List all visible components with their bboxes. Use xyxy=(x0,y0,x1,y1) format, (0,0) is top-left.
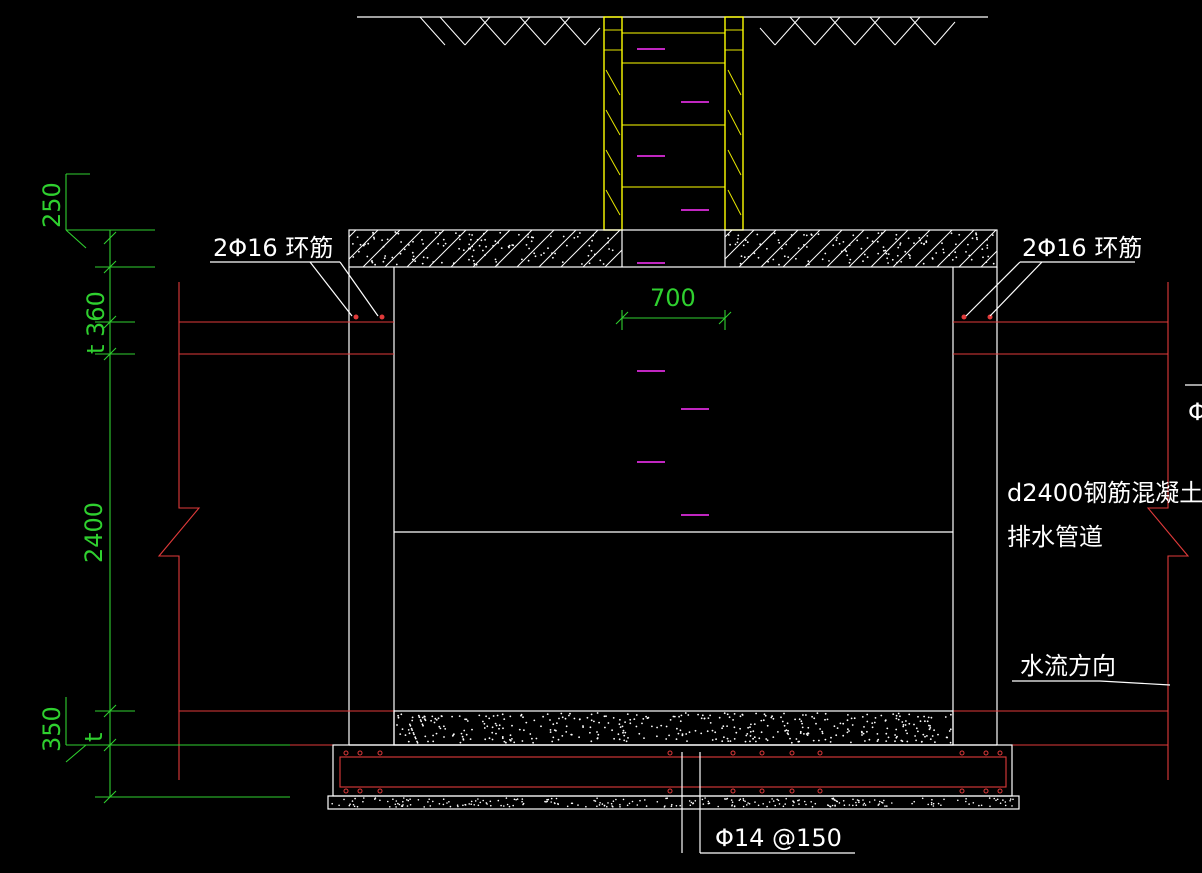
dim-cover-slab: 250 xyxy=(38,182,66,228)
pipe-spec-line1: d2400钢筋混凝土 xyxy=(1007,479,1202,507)
cover-slab xyxy=(348,229,998,268)
leaders xyxy=(210,261,1202,854)
base-slab xyxy=(327,744,1020,810)
ring-rebar-label-left: 2Φ16 环筋 xyxy=(213,234,333,262)
ladder-rungs xyxy=(637,48,709,516)
edge-fragment-label: Φ xyxy=(1188,398,1202,426)
opening-dimension: 700 xyxy=(615,284,732,330)
manhole-riser xyxy=(603,16,744,231)
ring-rebar-label-right: 2Φ16 环筋 xyxy=(1022,234,1142,262)
base-rebar-label: Φ14 @150 xyxy=(715,824,842,852)
bench-concrete xyxy=(393,710,954,746)
ground-surface xyxy=(357,16,988,46)
dim-top-wall: t 360 xyxy=(82,291,110,354)
dim-bottom-t: t xyxy=(80,733,108,742)
opening-width-label: 700 xyxy=(650,284,696,312)
pipe-spec-line2: 排水管道 xyxy=(1007,523,1103,551)
vertical-dimensions: 250 t 360 2400 350 t xyxy=(38,173,290,804)
dim-bottom-slab: 350 xyxy=(38,706,66,752)
chamber-walls xyxy=(348,267,998,746)
flow-direction-label: 水流方向 xyxy=(1020,652,1116,680)
dim-chamber-height: 2400 xyxy=(80,502,108,563)
